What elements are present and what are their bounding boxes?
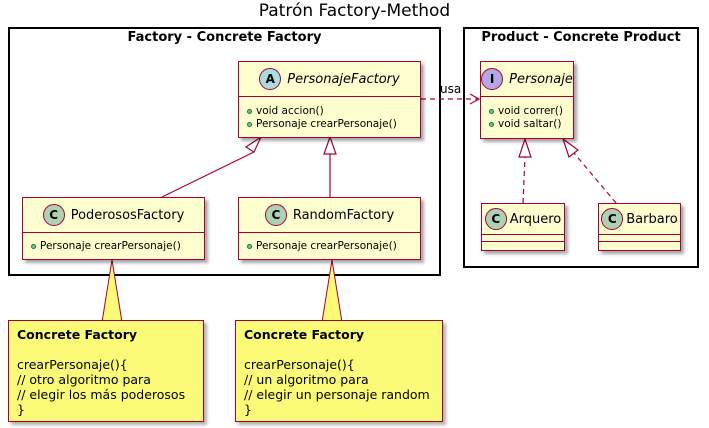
realization-arrow-barbaro <box>561 137 579 158</box>
note-poderosos: Concrete Factory crearPersonaje(){ // ot… <box>8 320 204 422</box>
note-random: Concrete Factory crearPersonaje(){ // un… <box>235 320 443 422</box>
class-badge-icon: C <box>42 204 65 226</box>
class-header: C RandomFactory <box>239 198 420 233</box>
edge-poderosos-to-factory <box>161 151 255 198</box>
note-connector-random <box>321 259 343 323</box>
class-separator <box>482 241 564 248</box>
note-title: Concrete Factory <box>244 327 365 342</box>
diagram-title: Patrón Factory-Method <box>258 1 451 21</box>
inheritance-arrow-poderosos <box>244 135 263 153</box>
public-method-icon <box>247 122 252 127</box>
interface-badge-icon: I <box>481 68 504 90</box>
class-badge-icon: C <box>601 208 624 230</box>
class-personaje-factory: A PersonajeFactory void accion() Persona… <box>238 61 421 138</box>
method: void accion() <box>256 105 324 117</box>
public-method-icon <box>489 122 494 127</box>
class-random-factory: C RandomFactory Personaje crearPersonaje… <box>238 197 421 260</box>
note-line: // elegir los más poderosos <box>17 387 186 402</box>
note-line: crearPersonaje(){ <box>17 357 128 372</box>
class-name: RandomFactory <box>292 207 395 223</box>
edge-barbaro-implements <box>573 152 617 204</box>
public-method-icon <box>247 244 252 249</box>
class-header: C PoderososFactory <box>23 198 204 233</box>
note-title: Concrete Factory <box>17 327 138 342</box>
public-method-icon <box>247 109 252 114</box>
public-method-icon <box>489 109 494 114</box>
class-name: PersonajeFactory <box>287 71 400 87</box>
method: Personaje crearPersonaje() <box>256 118 397 130</box>
class-methods: void correr() void saltar() <box>481 102 573 134</box>
note-connector-poderosos <box>101 259 123 323</box>
note-line: // elegir un personaje random <box>244 387 430 402</box>
package-product-title: Product - Concrete Product <box>481 30 681 45</box>
public-method-icon <box>31 244 36 249</box>
note-line: } <box>17 402 25 417</box>
class-header: I Personaje <box>481 62 573 97</box>
class-methods: Personaje crearPersonaje() <box>23 237 204 256</box>
method: Personaje crearPersonaje() <box>256 240 397 252</box>
note-line: crearPersonaje(){ <box>244 357 355 372</box>
note-line: // otro algoritmo para <box>17 372 151 387</box>
note-line: // un algoritmo para <box>244 372 369 387</box>
class-header: A PersonajeFactory <box>239 62 420 97</box>
class-methods: void accion() Personaje crearPersonaje() <box>239 102 420 134</box>
interface-personaje: I Personaje void correr() void saltar() <box>480 61 574 139</box>
inheritance-arrow-random <box>323 135 337 155</box>
class-name: Personaje <box>509 71 573 87</box>
class-badge-icon: C <box>264 204 287 226</box>
edge-arquero-implements <box>522 156 526 204</box>
realization-arrow-arquero <box>518 137 532 158</box>
class-name: PoderososFactory <box>70 207 185 223</box>
class-badge-icon: C <box>484 208 507 230</box>
abstract-badge-icon: A <box>259 68 282 90</box>
package-factory-title: Factory - Concrete Factory <box>127 30 322 45</box>
class-header: C Barbaro <box>599 204 680 235</box>
note-line: } <box>244 402 252 417</box>
class-barbaro: C Barbaro <box>598 203 681 251</box>
method: void correr() <box>498 105 563 117</box>
class-methods: Personaje crearPersonaje() <box>239 237 420 256</box>
method: void saltar() <box>498 118 562 130</box>
uses-arrowhead <box>469 93 481 105</box>
class-poderosos-factory: C PoderososFactory Personaje crearPerson… <box>22 197 205 260</box>
class-name: Barbaro <box>626 211 678 227</box>
class-name: Arquero <box>509 211 562 227</box>
class-arquero: C Arquero <box>481 203 565 251</box>
method: Personaje crearPersonaje() <box>40 240 181 252</box>
class-separator <box>599 241 680 248</box>
uses-label: usa <box>440 82 462 96</box>
class-header: C Arquero <box>482 204 564 235</box>
